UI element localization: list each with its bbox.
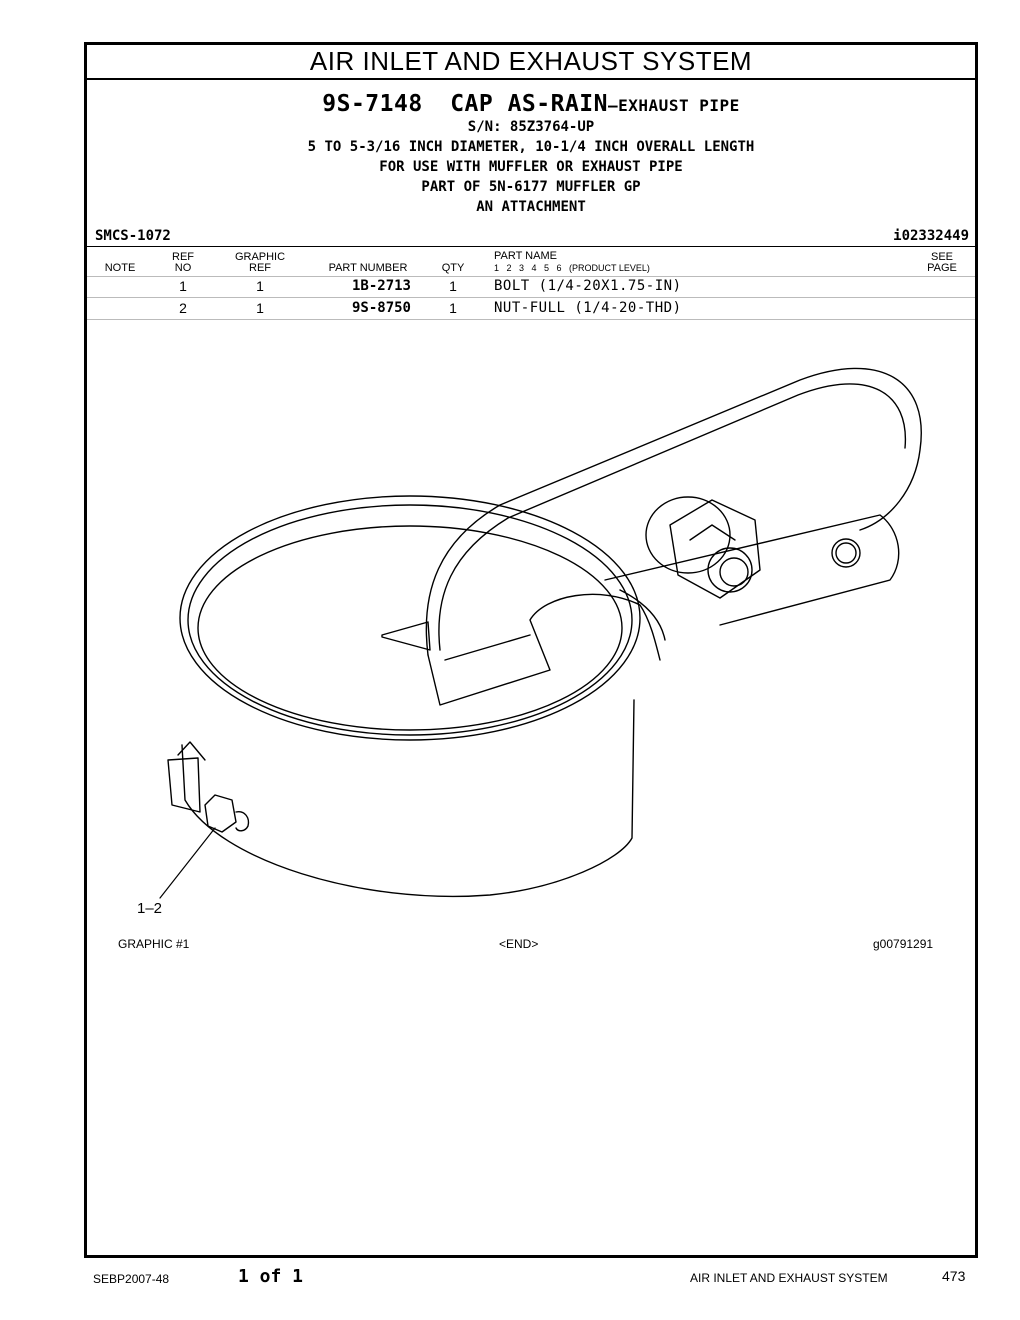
row-ref: 2 xyxy=(179,300,187,316)
header-product-levels: 1 2 3 4 5 6 (PRODUCT LEVEL) xyxy=(494,263,650,273)
header-see-top: SEE xyxy=(930,251,953,263)
header-part-number: PART NUMBER xyxy=(328,262,408,274)
arm-edge xyxy=(444,634,531,661)
pivot-nut-face xyxy=(689,524,736,541)
hinge-bracket xyxy=(604,514,900,626)
header-note: NOTE xyxy=(104,262,136,274)
row-ref: 1 xyxy=(179,278,187,294)
callout-label: 1–2 xyxy=(137,900,162,917)
row-part-name: NUT-FULL (1/4-20-THD) xyxy=(494,300,682,316)
part-subname: —EXHAUST PIPE xyxy=(608,96,740,115)
footer-doc-number: SEBP2007-48 xyxy=(93,1272,170,1286)
section-title: AIR INLET AND EXHAUST SYSTEM xyxy=(87,45,975,80)
header-part-name: PART NAME xyxy=(494,250,557,262)
description-line: FOR USE WITH MUFFLER OR EXHAUST PIPE xyxy=(379,159,683,175)
pivot-washer xyxy=(645,496,731,574)
document-id: i02332449 xyxy=(893,228,969,244)
bracket-hole-inner xyxy=(835,542,857,564)
part-title: 9S-7148 CAP AS-RAIN—EXHAUST PIPE xyxy=(87,91,975,117)
arm-bend xyxy=(427,593,661,706)
cap-lid-outer xyxy=(179,495,641,741)
header-rule xyxy=(87,276,975,277)
callout-leader xyxy=(159,827,216,899)
bracket-fold xyxy=(619,589,666,641)
header-graphic-bottom: REF xyxy=(249,262,271,274)
row-part-name: BOLT (1/4-20X1.75-IN) xyxy=(494,278,682,294)
part-heading: 9S-7148 CAP AS-RAIN—EXHAUST PIPE S/N: 85… xyxy=(87,91,975,217)
graphic-caption-end: <END> xyxy=(499,937,539,951)
counterweight-arm-inner xyxy=(438,383,907,651)
row-part-number: 1B-2713 xyxy=(351,278,411,294)
page-frame: AIR INLET AND EXHAUST SYSTEM 9S-7148 CAP… xyxy=(84,42,978,1258)
serial-number: S/N: 85Z3764-UP xyxy=(467,119,595,135)
row-rule xyxy=(87,297,975,298)
part-number: 9S-7148 xyxy=(322,91,423,117)
clamp-nut xyxy=(204,794,237,833)
graphic-caption-left: GRAPHIC #1 xyxy=(118,937,190,951)
clamp-ear-top xyxy=(177,741,206,761)
arm-tab xyxy=(381,621,431,651)
header-ref-top: REF xyxy=(172,251,194,263)
cap-lid-rim xyxy=(187,504,633,736)
description-line: AN ATTACHMENT xyxy=(476,199,586,215)
part-name: CAP AS-RAIN xyxy=(450,91,609,117)
footer-page-number: 473 xyxy=(942,1268,966,1284)
pivot-nut xyxy=(669,499,761,599)
header-graphic-top: GRAPHIC xyxy=(234,251,286,263)
row-graphic-ref: 1 xyxy=(256,300,264,316)
row-part-number: 9S-8750 xyxy=(351,300,411,316)
table-top-rule xyxy=(87,246,975,247)
header-see-bottom: PAGE xyxy=(927,262,957,274)
header-ref-bottom: NO xyxy=(174,262,192,274)
row-rule xyxy=(87,319,975,320)
clamp-ear xyxy=(167,757,201,813)
clamp-bolt-end xyxy=(235,811,250,832)
smcs-code: SMCS-1072 xyxy=(95,228,171,244)
footer-page-of: 1 of 1 xyxy=(238,1266,304,1287)
pipe-body-outline xyxy=(181,699,635,898)
cap-lid-top xyxy=(197,525,623,731)
bracket-hole xyxy=(831,538,861,568)
row-graphic-ref: 1 xyxy=(256,278,264,294)
header-qty: QTY xyxy=(441,262,465,274)
description-line: PART OF 5N-6177 MUFFLER GP xyxy=(421,179,641,195)
row-qty: 1 xyxy=(449,300,457,316)
graphic-caption-id: g00791291 xyxy=(873,937,934,951)
row-qty: 1 xyxy=(449,278,457,294)
counterweight-arm xyxy=(425,367,922,656)
footer-section: AIR INLET AND EXHAUST SYSTEM xyxy=(690,1271,888,1285)
pivot-bolt-tip xyxy=(719,557,749,587)
pivot-bolt-end xyxy=(707,547,753,593)
description-line: 5 TO 5-3/16 INCH DIAMETER, 10-1/4 INCH O… xyxy=(307,139,755,155)
